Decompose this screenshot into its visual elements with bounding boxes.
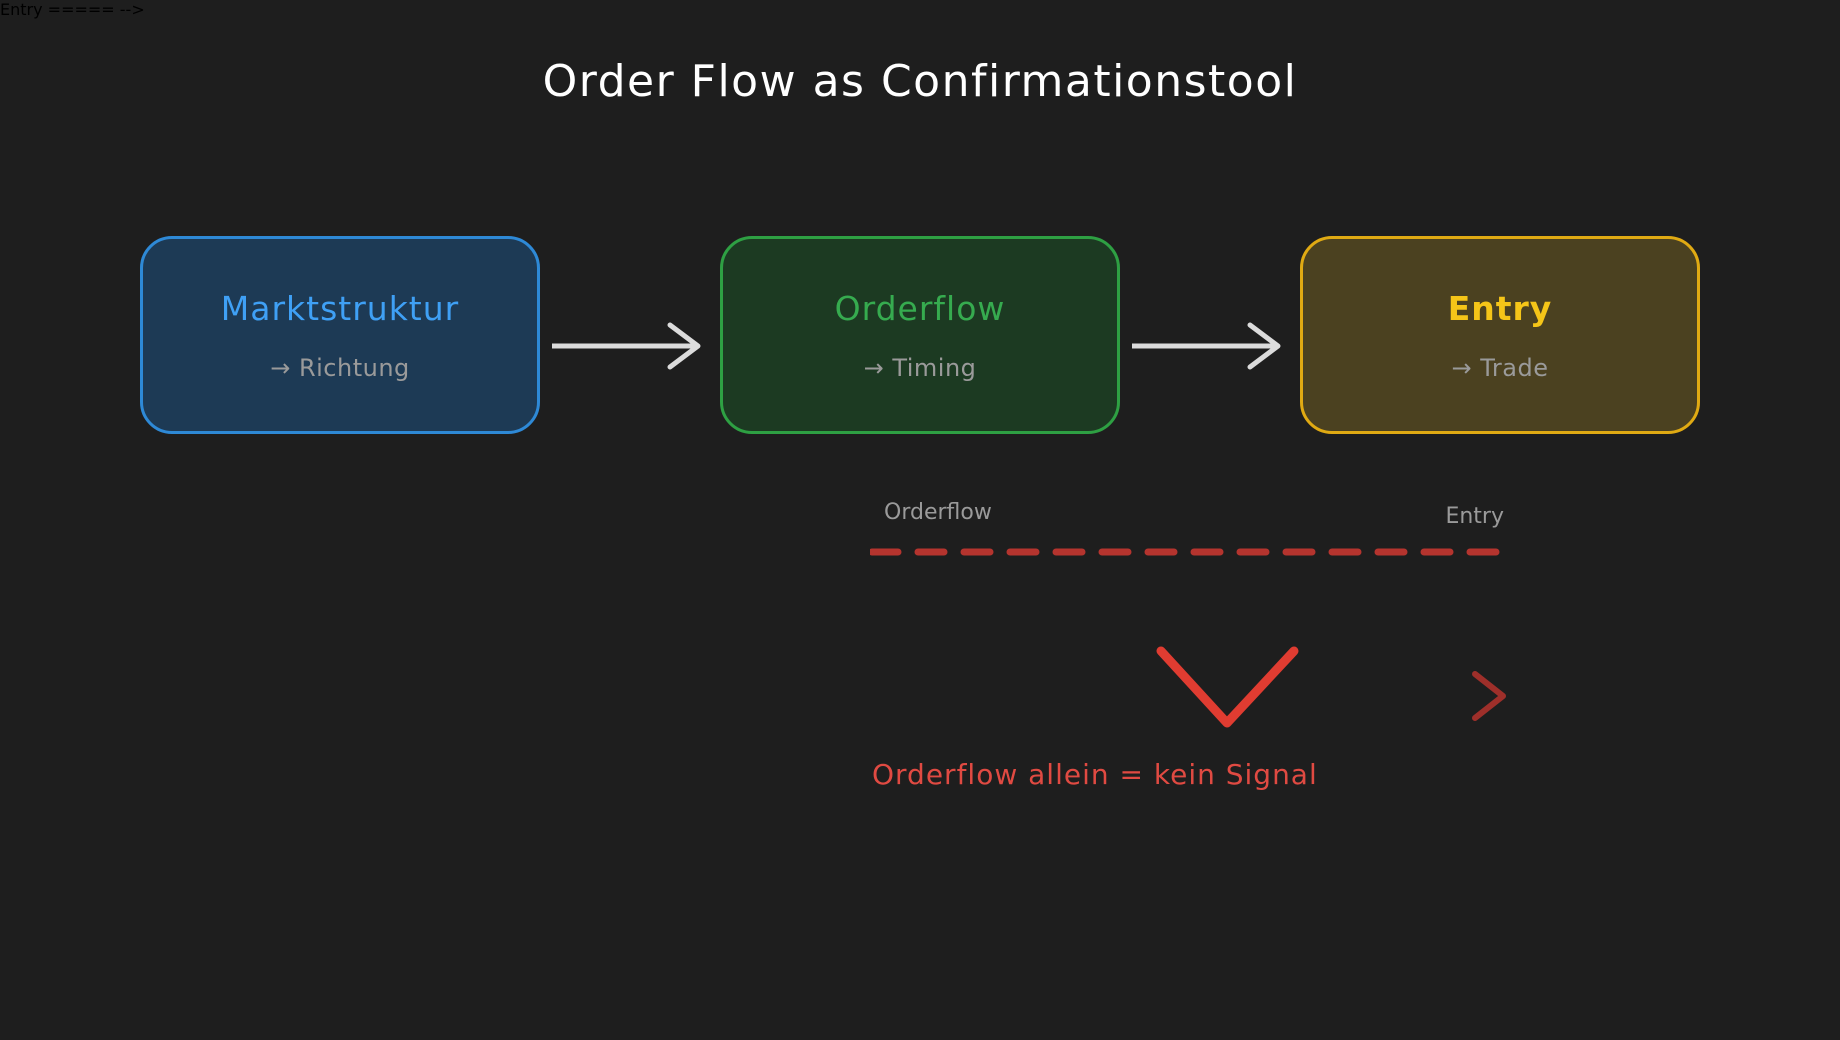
warning-caption: Orderflow allein = kein Signal [872, 758, 1318, 791]
dashed-connector-target-label: Entry [1445, 504, 1504, 529]
flow-node-subtitle: → Trade [1451, 353, 1549, 382]
flow-node-marktstruktur[interactable]: Marktstruktur → Richtung [140, 236, 540, 434]
chevron-right-icon [1465, 668, 1515, 724]
flow-arrow-2 [1129, 318, 1292, 374]
dashed-line-icon [870, 548, 1510, 556]
flow-node-title: Orderflow [834, 288, 1006, 328]
flow-node-subtitle: → Timing [863, 353, 977, 382]
arrow-right-icon [1129, 322, 1281, 370]
flow-node-orderflow[interactable]: Orderflow → Timing [720, 236, 1120, 434]
flow-arrow-1 [549, 318, 712, 374]
flow-node-entry[interactable]: Entry → Trade [1300, 236, 1700, 434]
chevron-down-icon [1155, 645, 1300, 735]
page-title: Order Flow as Confirmationstool [542, 56, 1298, 107]
arrow-right-icon [549, 322, 701, 370]
flow-node-subtitle: → Richtung [270, 353, 410, 382]
flow-node-title: Marktstruktur [220, 288, 460, 328]
dashed-connector-source-label: Orderflow [884, 500, 992, 525]
flow-node-title: Entry [1447, 288, 1553, 328]
dashed-connector: Orderflow Entry [870, 500, 1510, 572]
